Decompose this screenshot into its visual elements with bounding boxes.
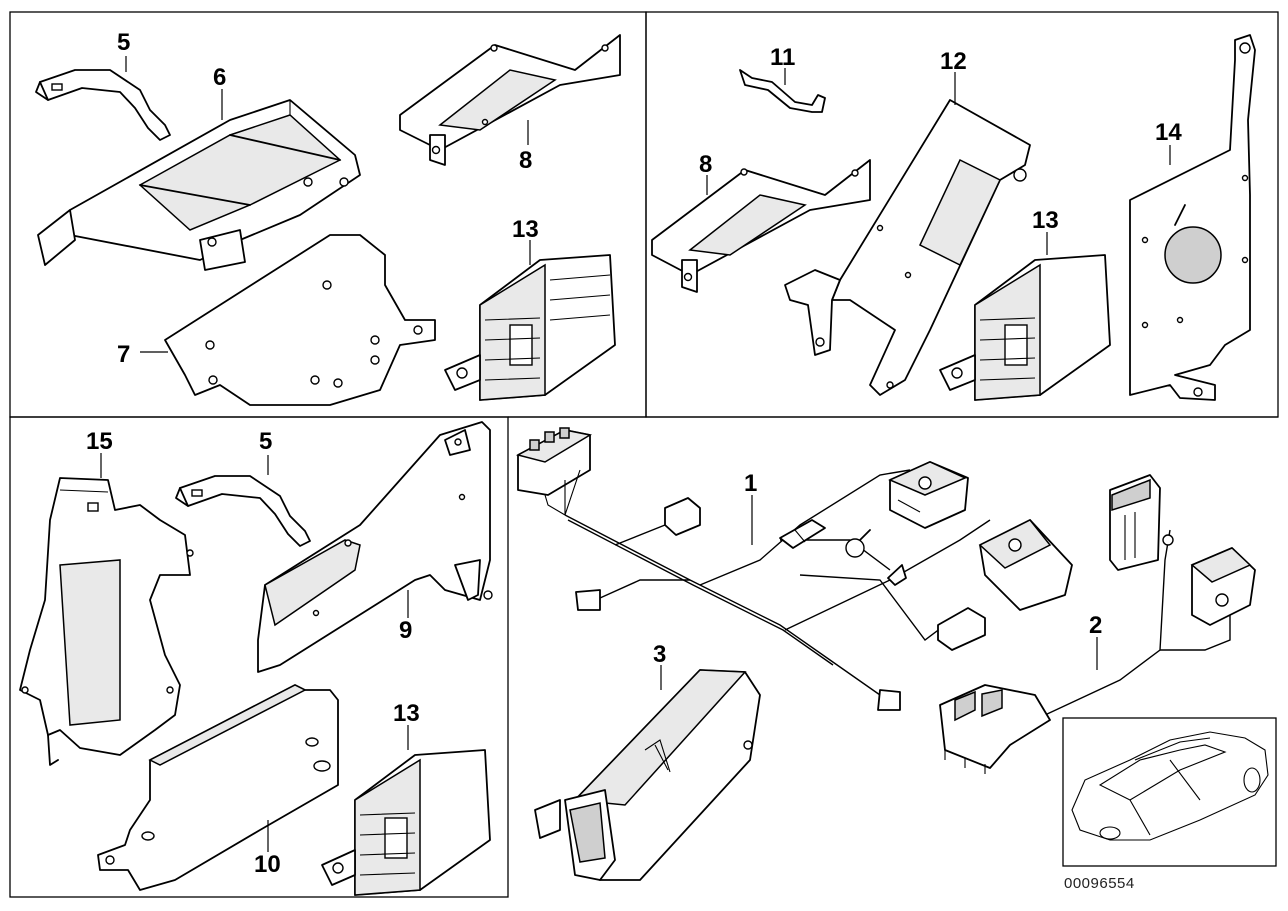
panel-top-left: 5 6 8 13 7 (35, 29, 621, 406)
callout-tr-11: 11 (770, 44, 795, 71)
callout-tr-12: 12 (940, 48, 967, 75)
callout-br-3: 3 (653, 641, 666, 668)
panel-bottom-left: 15 5 9 13 10 (19, 421, 493, 896)
bracket-15-icon (19, 477, 194, 766)
bracket-9-icon (257, 421, 493, 673)
bracket-8b-icon (651, 159, 871, 293)
wiring-harness-1-icon (515, 427, 1073, 711)
plate-10-icon (97, 684, 339, 891)
bracket-8-icon (399, 34, 621, 166)
wiring-harness-2-icon (939, 474, 1256, 774)
bracket-5b-icon (175, 475, 311, 547)
callout-tl-7: 7 (117, 341, 130, 368)
control-unit-13-icon (444, 254, 616, 401)
document-number: 00096554 (1064, 875, 1135, 892)
callout-tl-6: 6 (213, 64, 226, 91)
callout-tr-8: 8 (699, 151, 712, 178)
plate-7-icon (164, 234, 436, 406)
callout-br-2: 2 (1089, 612, 1102, 639)
callout-br-1: 1 (744, 470, 757, 497)
callout-bl-9: 9 (399, 617, 412, 644)
bracket-5-icon (35, 69, 171, 141)
control-unit-3-icon (534, 669, 761, 881)
bracket-6-icon (37, 99, 361, 271)
callout-tr-13: 13 (1032, 207, 1059, 234)
control-unit-13c-icon (321, 749, 491, 896)
callout-tr-14: 14 (1155, 119, 1182, 146)
callout-bl-13: 13 (393, 700, 420, 727)
clip-11-icon (739, 69, 826, 113)
callout-bl-10: 10 (254, 851, 281, 878)
callout-tl-5: 5 (117, 29, 130, 56)
panel-bottom-right: 1 2 3 (515, 427, 1277, 881)
callout-tl-8: 8 (519, 147, 532, 174)
panel-frames (9, 11, 1279, 898)
control-unit-13b-icon (939, 254, 1111, 401)
callout-bl-15: 15 (86, 428, 113, 455)
panel-top-right: 11 12 14 8 13 (651, 34, 1256, 401)
plate-14-icon (1129, 34, 1256, 401)
callout-bl-5: 5 (259, 428, 272, 455)
panel-frame-bottom-left (9, 416, 509, 898)
bracket-12-icon (784, 99, 1031, 396)
car-thumbnail-icon (1062, 717, 1277, 867)
callout-tl-13: 13 (512, 216, 539, 243)
